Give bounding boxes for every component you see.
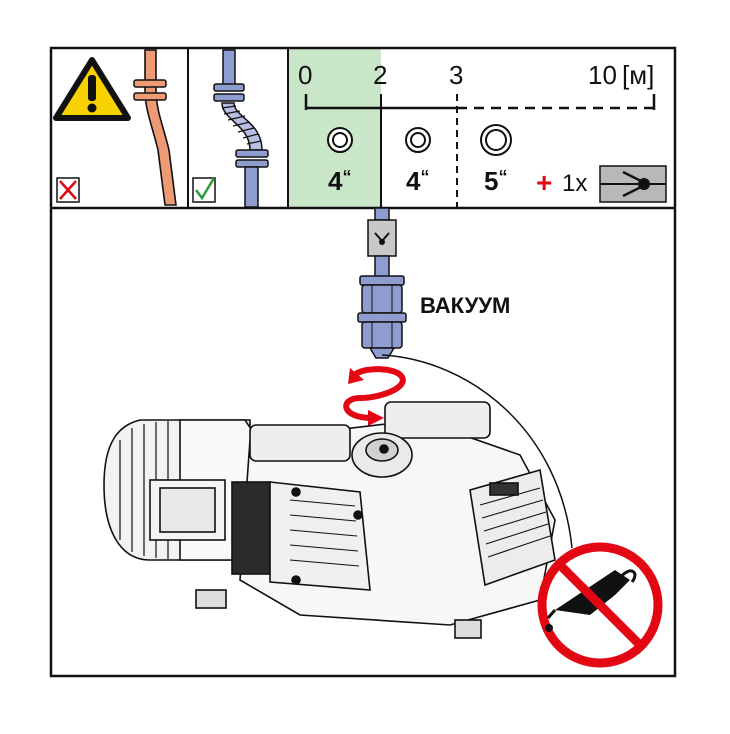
guide-arc: [381, 354, 573, 549]
flexible-hose: [213, 49, 269, 208]
wrong-cross-icon: [56, 177, 80, 203]
pipe-section-icon: [405, 127, 431, 153]
vacuum-label: ВАКУУМ: [420, 293, 511, 318]
pipe-size-label: 4“: [328, 166, 352, 196]
warning-icon: [53, 57, 131, 121]
vacuum-line: [357, 207, 407, 359]
rotation-arrow-icon: [343, 366, 406, 426]
scale-tick-10: 10: [588, 60, 617, 90]
recommended-length-zone: [288, 48, 381, 208]
pipe-size-label: 5“: [484, 166, 508, 196]
pipe-size-label: 4“: [406, 166, 430, 196]
scale-tick-2: 2: [373, 60, 388, 90]
valve-quantity: 1x: [562, 170, 588, 197]
no-oil-icon: [537, 542, 663, 668]
pump-body: [195, 401, 556, 639]
length-scale: [304, 94, 656, 110]
plus-sign: +: [536, 167, 553, 198]
scale-tick-3: 3: [449, 60, 464, 90]
correct-check-icon: [192, 177, 216, 203]
pipe-section-icon: [480, 124, 512, 156]
scale-tick-0: 0: [298, 60, 313, 90]
rigid-pipe: [133, 49, 177, 206]
check-valve-icon: [599, 165, 667, 203]
outer-frame: [49, 46, 677, 678]
pipe-section-icon: [327, 127, 353, 153]
scale-unit: [м]: [622, 60, 655, 90]
